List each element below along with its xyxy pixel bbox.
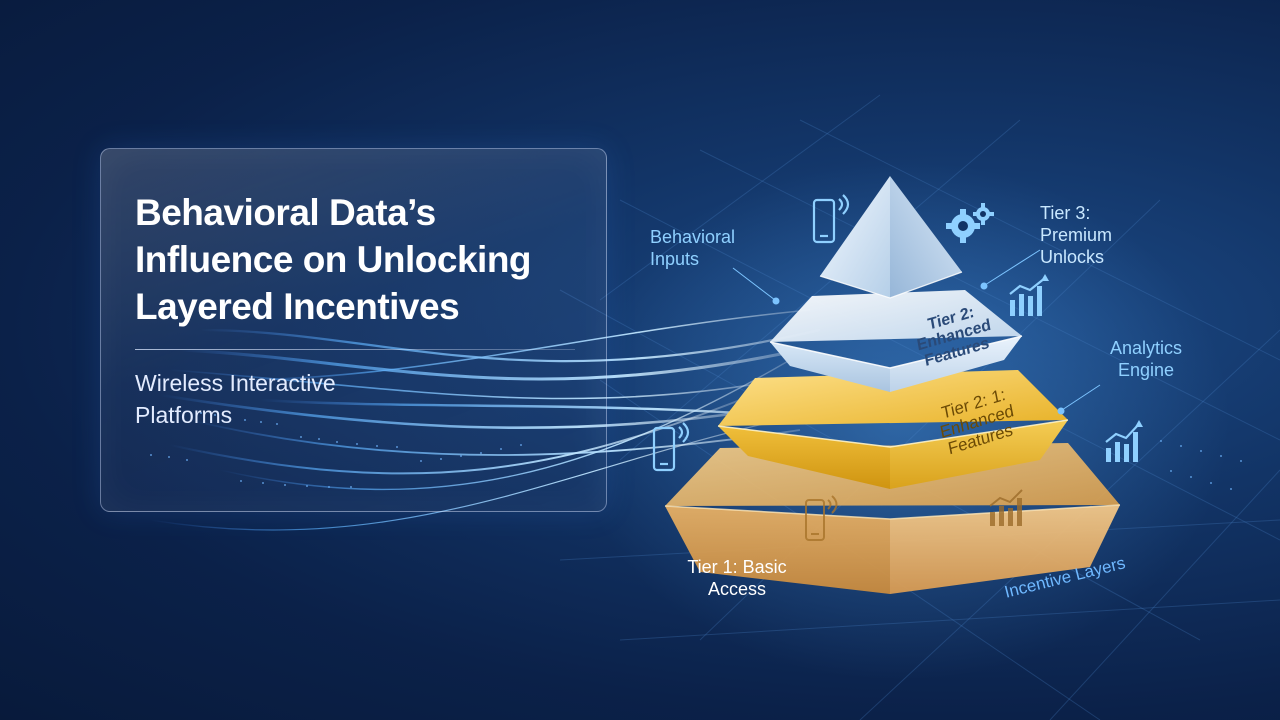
bar-chart-icon	[1009, 274, 1049, 316]
tier1-label: Tier 1: Basic Access	[687, 557, 787, 599]
connector-lines	[732, 249, 1101, 415]
title-divider	[135, 349, 575, 350]
analytics-engine-label: Analytics Engine	[1109, 338, 1183, 380]
smartphone-icon	[652, 422, 690, 472]
smartphone-icon	[812, 194, 850, 244]
behavioral-inputs-label: Behavioral Inputs	[650, 227, 736, 269]
title-panel: Behavioral Data’s Influence on Unlocking…	[100, 148, 607, 512]
smartphone-icon	[805, 495, 838, 541]
tier3-label: Tier 3: Premium Unlocks	[1040, 203, 1113, 267]
page-subtitle: Wireless Interactive Platforms	[135, 370, 336, 428]
bar-chart-icon	[1105, 420, 1143, 462]
page-title: Behavioral Data’s Influence on Unlocking…	[135, 192, 532, 327]
tier2-upper-layer	[769, 290, 1023, 392]
tier2-lower-layer	[717, 370, 1069, 489]
gears-icon	[946, 203, 994, 243]
behavioral-data-streams	[149, 309, 831, 531]
tier3-layer	[819, 176, 963, 299]
binary-dot-stream	[150, 412, 1242, 490]
bar-chart-icon	[989, 489, 1023, 526]
